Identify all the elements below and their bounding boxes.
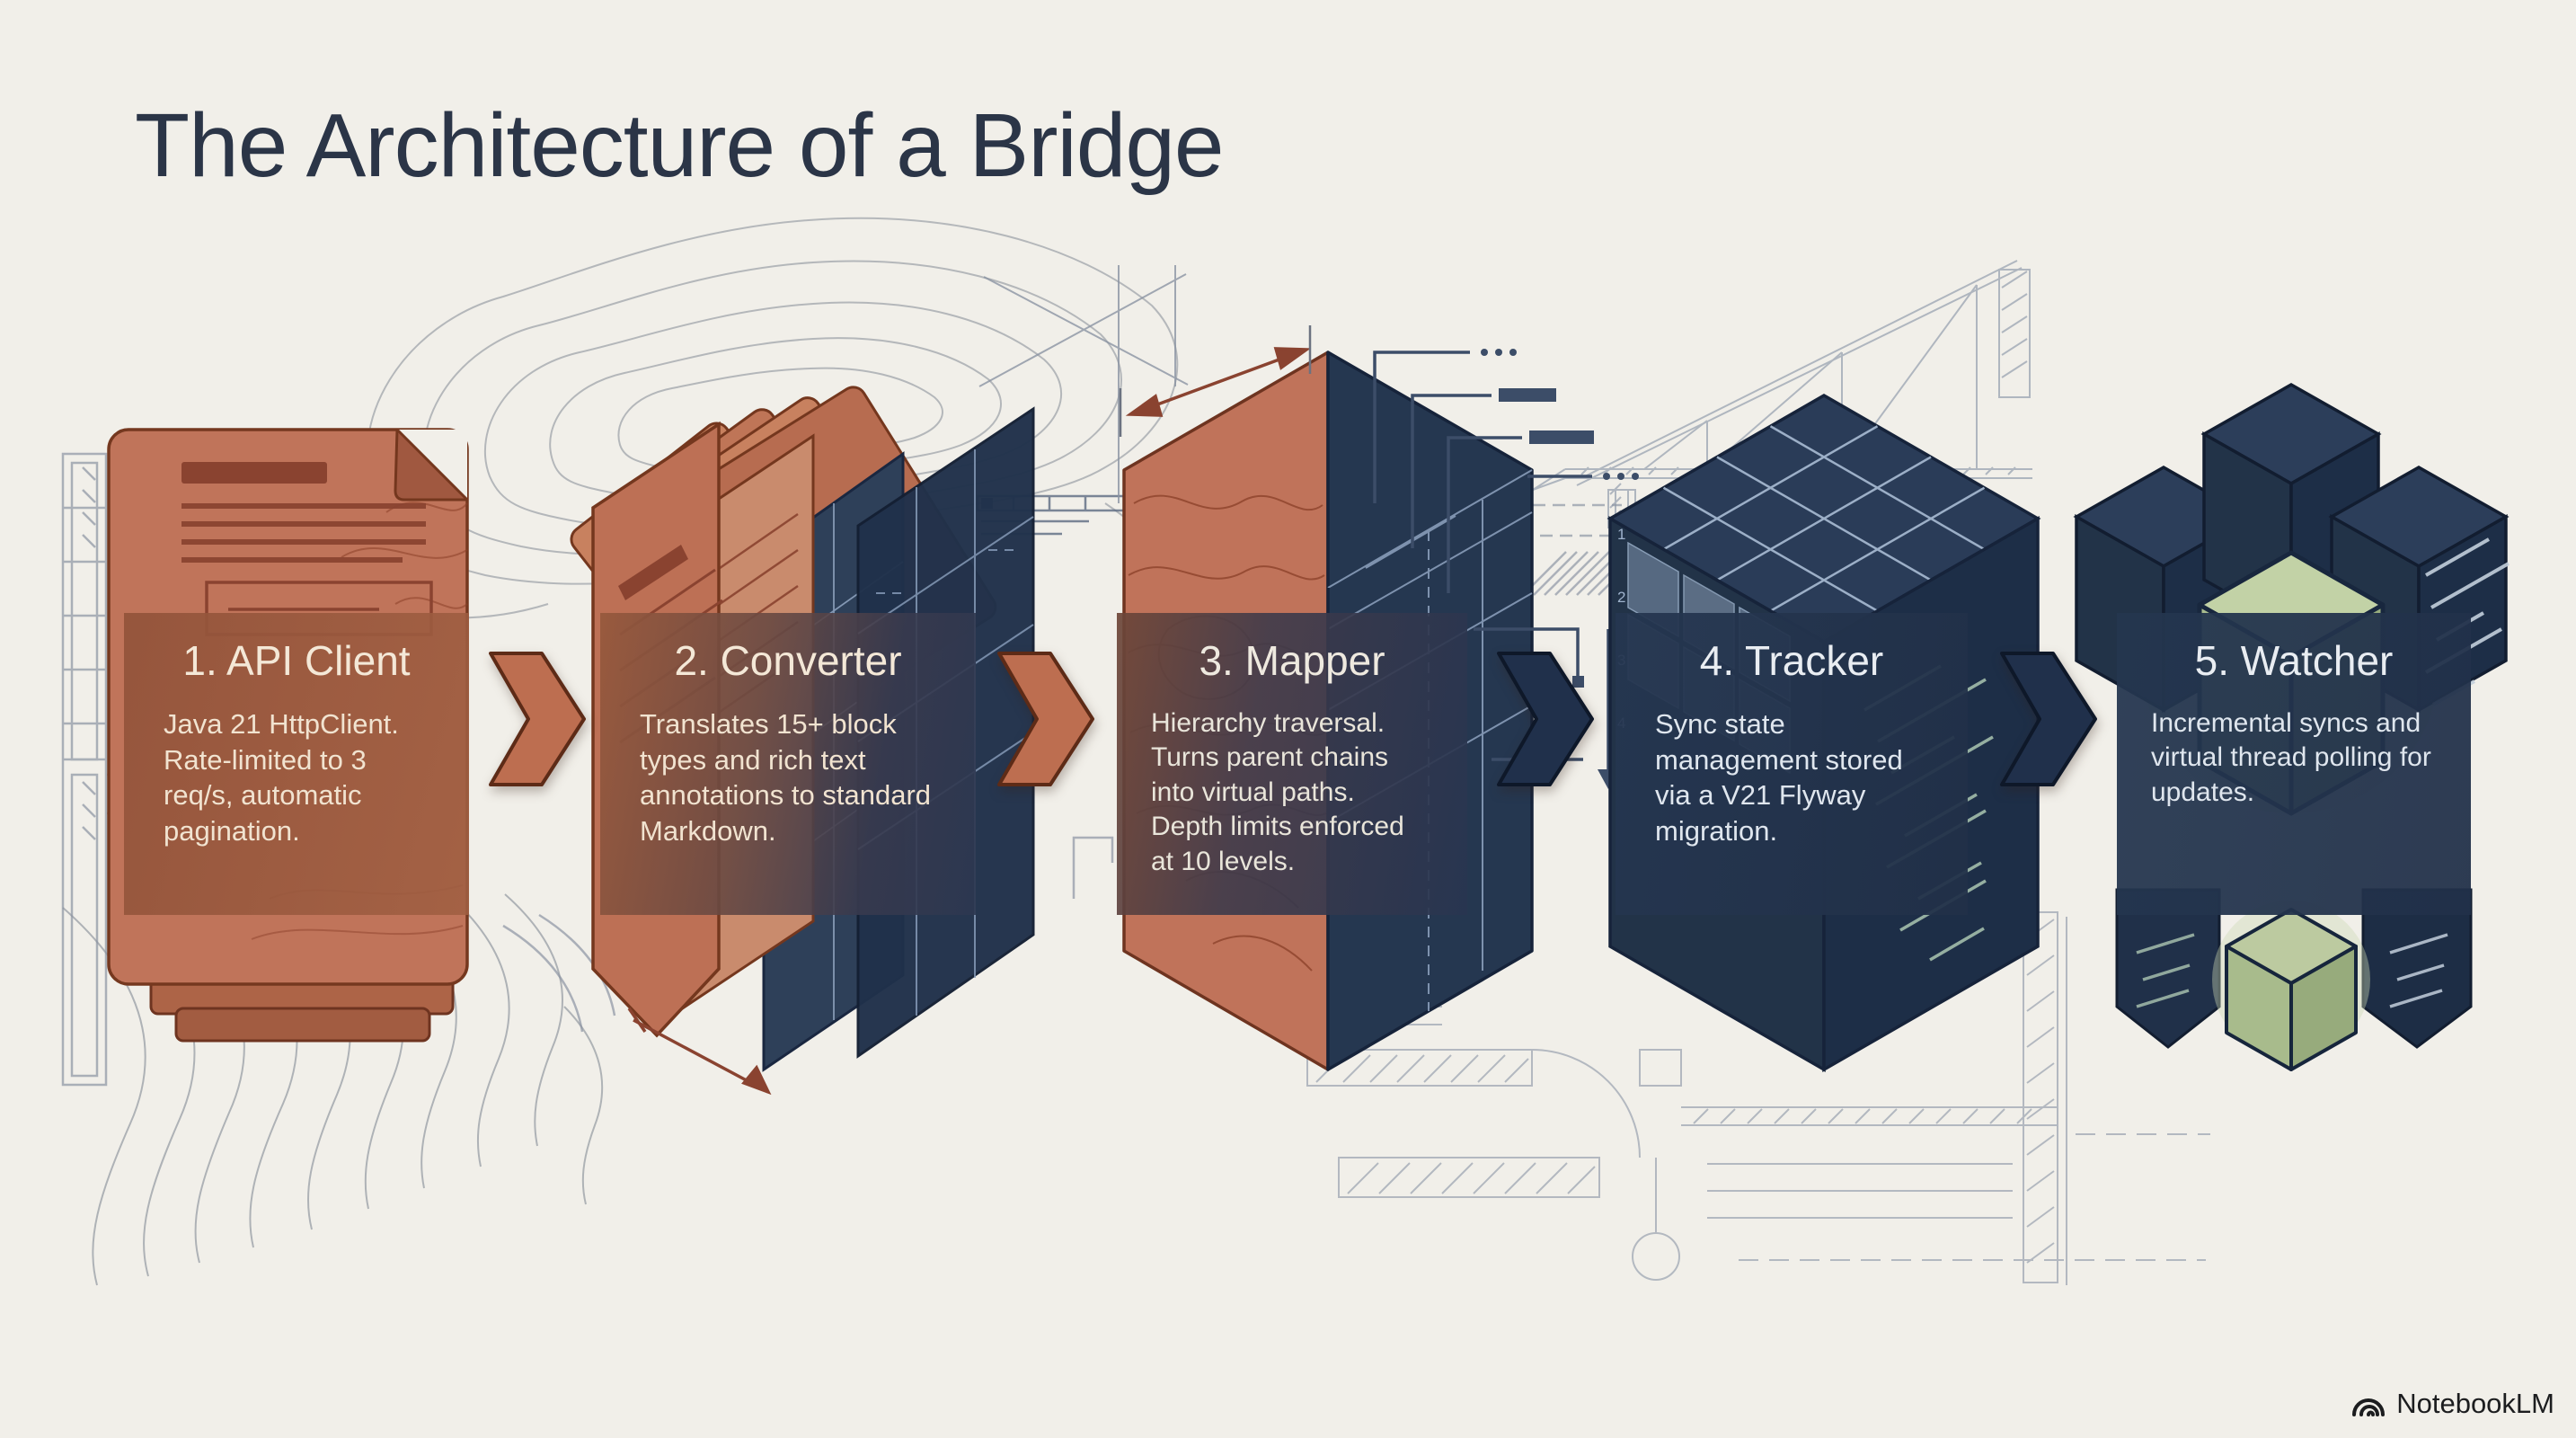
step-arrow-1 <box>489 652 586 786</box>
step-description: Incremental syncs and virtual thread pol… <box>2151 708 2431 807</box>
step-description: Java 21 HttpClient. Rate-limited to 3 re… <box>164 708 399 848</box>
circuit-callout-lines <box>1373 351 1610 771</box>
step-description: Sync state management stored via a V21 F… <box>1655 708 1903 848</box>
footer-brand-label: NotebookLM <box>2396 1388 2554 1419</box>
step-title: 4. Tracker <box>1699 637 1884 684</box>
step-card-mapper: 3. Mapper Hierarchy traversal. Turns par… <box>1117 613 1467 915</box>
floorplan-bottom <box>1306 911 2210 1285</box>
step-description: Hierarchy traversal. Turns parent chains… <box>1151 708 1404 876</box>
wall-section-left <box>61 452 131 1087</box>
step-title: 1. API Client <box>182 637 411 684</box>
step-arrow-2 <box>997 652 1094 786</box>
step-title: 3. Mapper <box>1199 637 1385 684</box>
dimension-arrow <box>1125 347 1312 417</box>
step-arrow-3 <box>1497 652 1594 786</box>
page-title: The Architecture of a Bridge <box>135 95 1225 196</box>
step-description: Translates 15+ block types and rich text… <box>640 708 932 848</box>
notebooklm-logo-icon <box>2352 1398 2386 1416</box>
step-card-converter: 2. Converter Translates 15+ block types … <box>600 613 976 915</box>
step-card-tracker: 4. Tracker Sync state management stored … <box>1616 613 1968 915</box>
step-card-watcher: 5. Watcher Incremental syncs and virtual… <box>2117 613 2471 915</box>
svg-text:2: 2 <box>1617 589 1625 606</box>
step-arrow-4 <box>2000 652 2097 786</box>
step-title: 5. Watcher <box>2194 637 2394 684</box>
step-title: 2. Converter <box>674 637 902 684</box>
step-card-api-client: 1. API Client Java 21 HttpClient. Rate-l… <box>124 613 469 915</box>
svg-text:1: 1 <box>1617 526 1625 543</box>
footer-brand: NotebookLM <box>2350 1388 2554 1420</box>
